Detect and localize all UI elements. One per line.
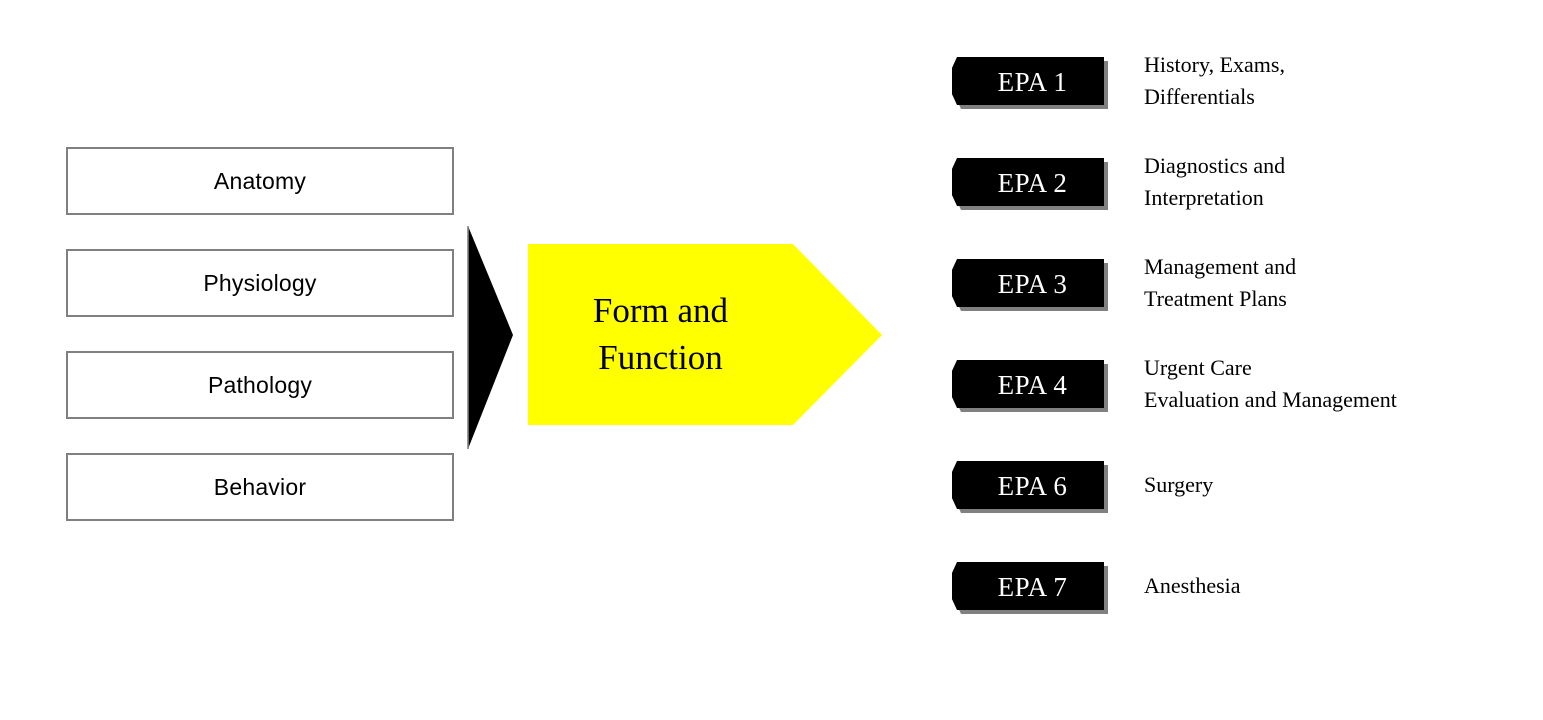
- epa-description: History, Exams, Differentials: [1144, 49, 1504, 113]
- epa-description-line: History, Exams,: [1144, 52, 1285, 77]
- epa-chevron-icon: [952, 562, 1108, 614]
- epa-description: Management and Treatment Plans: [1144, 251, 1504, 315]
- foundation-box-behavior: Behavior: [66, 453, 454, 521]
- epa-description-line: Anesthesia: [1144, 573, 1241, 598]
- epa-description-line: Differentials: [1144, 84, 1255, 110]
- epa-description-line: Management and: [1144, 254, 1297, 279]
- epa-row: EPA 3 Management and Treatment Plans: [952, 254, 1512, 315]
- epa-description-line: Urgent Care: [1144, 355, 1252, 380]
- epa-chevron-icon: [952, 461, 1108, 513]
- foundation-label: Physiology: [203, 269, 317, 296]
- epa-chevron-icon: [952, 158, 1108, 210]
- epa-row: EPA 2 Diagnostics and Interpretation: [952, 153, 1512, 214]
- epa-description-line: Evaluation and Management: [1144, 387, 1397, 413]
- black-triangle-connector-icon: [467, 226, 513, 449]
- foundation-box-anatomy: Anatomy: [66, 147, 454, 215]
- foundation-box-pathology: Pathology: [66, 351, 454, 419]
- epa-chevron-icon: [952, 360, 1108, 412]
- epa-row: EPA 7 Anesthesia: [952, 558, 1512, 618]
- epa-chevron-icon: [952, 57, 1108, 109]
- epa-description-line: Surgery: [1144, 472, 1214, 497]
- epa-description-line: Diagnostics and: [1144, 153, 1286, 178]
- epa-description-line: Treatment Plans: [1144, 286, 1287, 312]
- form-and-function-arrow: [528, 244, 882, 425]
- foundation-label: Anatomy: [213, 167, 307, 194]
- epa-description: Urgent Care Evaluation and Management: [1144, 352, 1504, 416]
- foundation-box-physiology: Physiology: [66, 249, 454, 317]
- epa-description: Surgery: [1144, 469, 1504, 501]
- epa-description-line: Interpretation: [1144, 185, 1264, 211]
- epa-description: Anesthesia: [1144, 570, 1504, 602]
- foundation-label: Pathology: [207, 371, 313, 398]
- epa-row: EPA 6 Surgery: [952, 457, 1512, 517]
- epa-description: Diagnostics and Interpretation: [1144, 150, 1504, 214]
- epa-row: EPA 4 Urgent Care Evaluation and Managem…: [952, 355, 1512, 416]
- foundation-label: Behavior: [213, 473, 307, 500]
- epa-chevron-icon: [952, 259, 1108, 311]
- epa-row: EPA 1 History, Exams, Differentials: [952, 52, 1512, 113]
